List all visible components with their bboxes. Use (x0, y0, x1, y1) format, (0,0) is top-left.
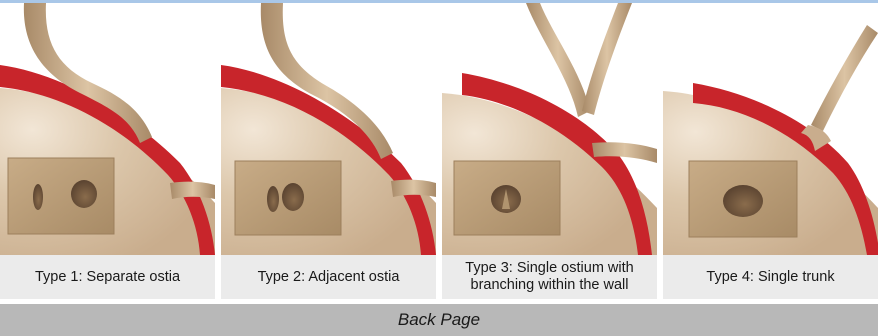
ostium-2 (282, 183, 304, 211)
type-2-illustration (221, 3, 436, 255)
type-1-illustration (0, 3, 215, 255)
caption-row: Type 1: Separate ostia Type 2: Adjacent … (0, 255, 878, 299)
type-4-illustration (663, 3, 878, 255)
back-page-button[interactable]: Back Page (0, 304, 878, 336)
panel-type-4 (663, 3, 878, 255)
vessel-branch-lower (170, 182, 215, 199)
ostium-2 (71, 180, 97, 208)
caption-type-1: Type 1: Separate ostia (0, 255, 215, 299)
panel-type-2 (221, 3, 436, 255)
type-3-illustration (442, 3, 657, 255)
ostium-single (723, 185, 763, 217)
back-page-label: Back Page (398, 310, 480, 330)
caption-type-3: Type 3: Single ostium with branching wit… (442, 255, 657, 299)
ostium-1 (33, 184, 43, 210)
diagram-panels (0, 3, 878, 255)
caption-type-4: Type 4: Single trunk (663, 255, 878, 299)
caption-type-2: Type 2: Adjacent ostia (221, 255, 436, 299)
panel-type-3 (442, 3, 657, 255)
vessel-branch-lower (391, 180, 436, 197)
ostia-inset (8, 158, 114, 234)
ostium-1 (267, 186, 279, 212)
panel-type-1 (0, 3, 215, 255)
